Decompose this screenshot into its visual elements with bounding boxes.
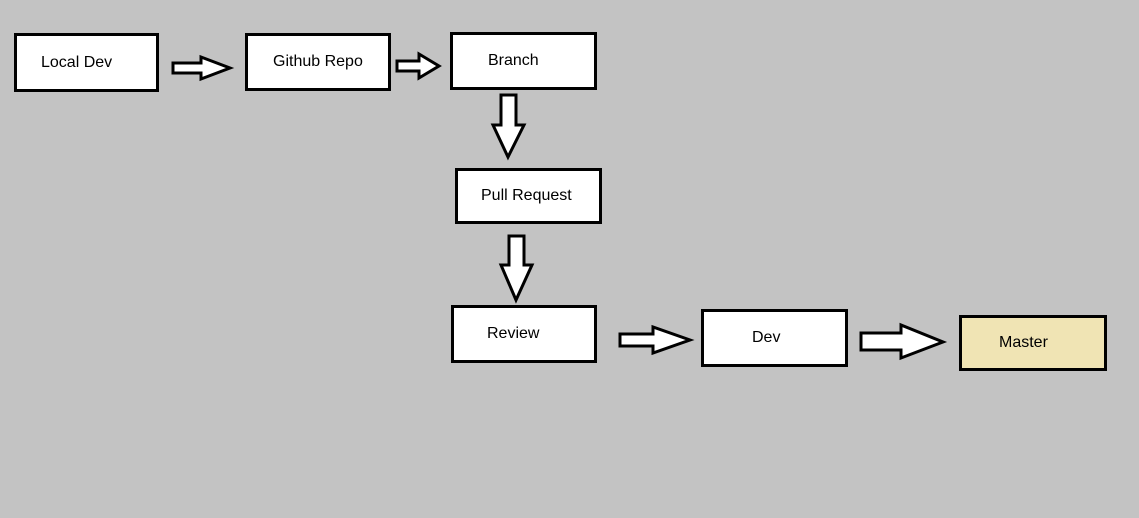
- node-label: Master: [999, 334, 1048, 351]
- arrow-github-repo-to-branch: [395, 51, 442, 81]
- arrow-pull-request-to-review: [498, 234, 535, 304]
- node-label: Review: [487, 325, 540, 342]
- node-label: Local Dev: [41, 53, 113, 71]
- arrow-review-to-dev: [618, 324, 695, 356]
- node-pull-request: Pull Request: [455, 168, 602, 224]
- node-label: Branch: [488, 52, 539, 69]
- node-branch: Branch: [450, 32, 597, 90]
- node-review: Review: [451, 305, 597, 363]
- node-master: Master: [959, 315, 1107, 371]
- node-label: Dev: [752, 329, 781, 346]
- node-dev: Dev: [701, 309, 848, 367]
- node-label: Pull Request: [481, 187, 572, 204]
- arrow-local-dev-to-github-repo: [171, 54, 235, 82]
- node-label: Github Repo: [273, 53, 363, 70]
- arrow-dev-to-master: [859, 322, 948, 361]
- node-github-repo: Github Repo: [245, 33, 391, 91]
- arrow-branch-to-pull-request: [490, 93, 527, 161]
- node-local-dev: Local Dev: [14, 33, 159, 92]
